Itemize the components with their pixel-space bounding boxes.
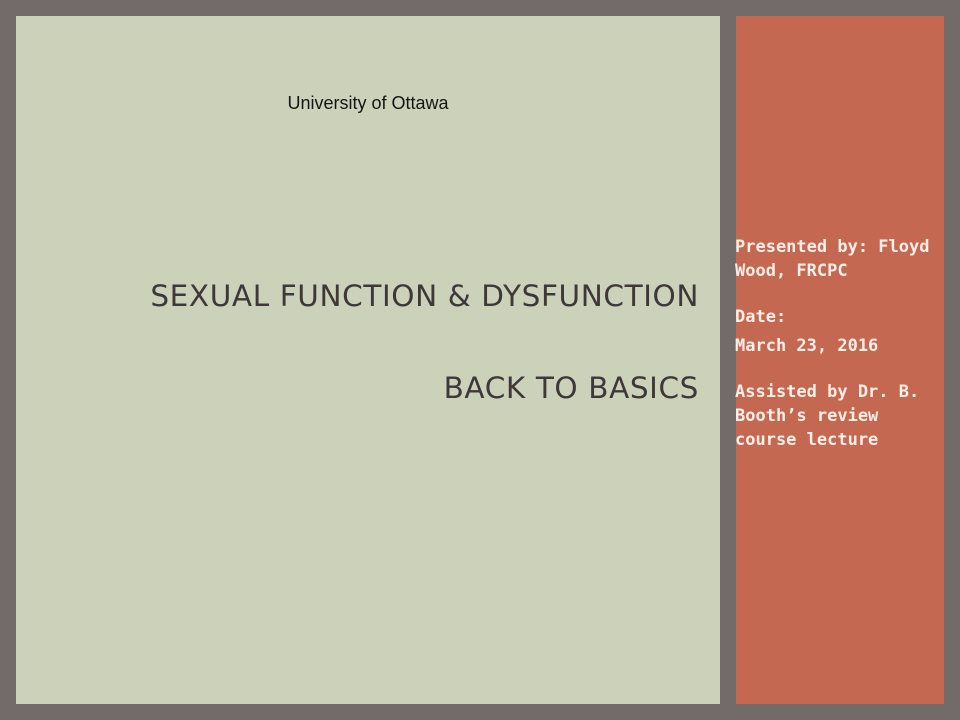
title-line-2: BACK TO BASICS [443, 371, 699, 405]
presented-by: Presented by: Floyd Wood, FRCPC [735, 237, 930, 281]
slide-title: SEXUAL FUNCTION & DYSFUNCTION BACK TO BA… [16, 250, 699, 434]
institution-name: University of Ottawa [287, 93, 449, 113]
title-line-1: SEXUAL FUNCTION & DYSFUNCTION [150, 279, 699, 313]
date-label: Date: [735, 307, 787, 327]
date-value: March 23, 2016 [735, 336, 879, 356]
info-panel [736, 16, 944, 704]
assisted-by: Assisted by Dr. B. Booth’s review course… [735, 382, 920, 450]
title-panel [16, 16, 720, 704]
presenter-info: Presented by: Floyd Wood, FRCPC Date: Ma… [735, 235, 935, 452]
